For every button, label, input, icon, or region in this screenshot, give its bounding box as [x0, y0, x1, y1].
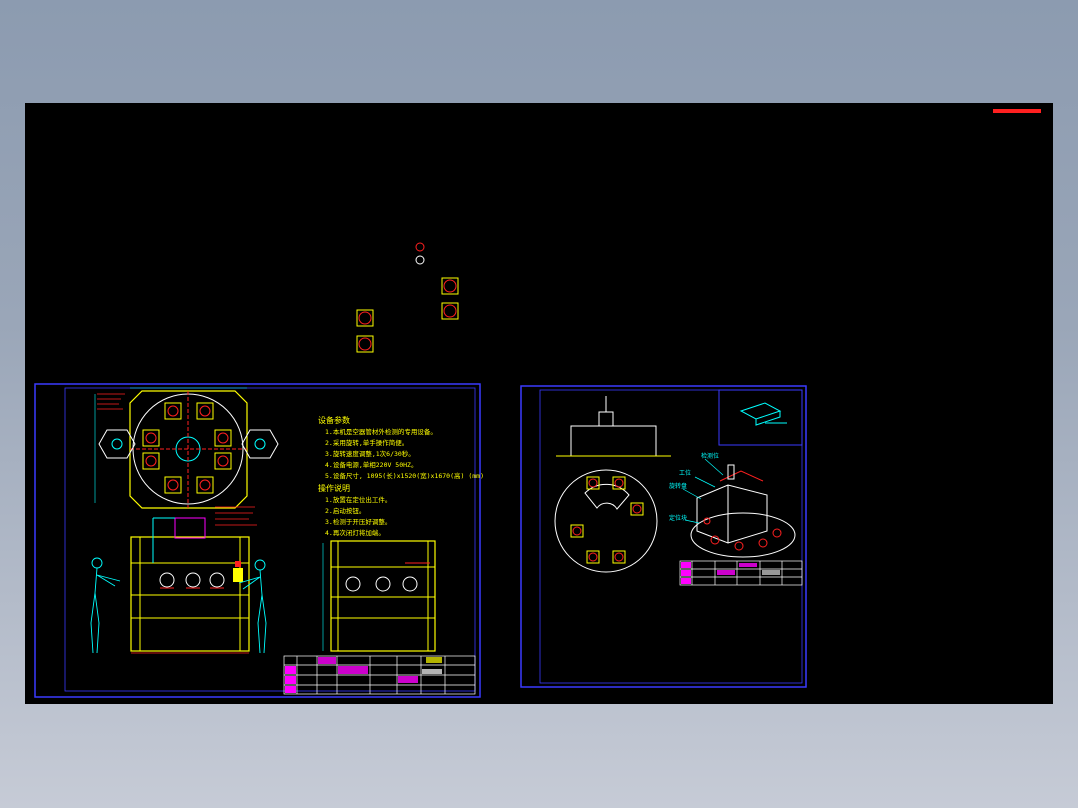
- sheet-1-title-block: [283, 655, 476, 695]
- callout-label: 旋转盘: [669, 482, 687, 490]
- note-line: 2.采用旋转,单手操作简便。: [325, 438, 408, 447]
- note-line: 3.旋转速度调整,1次6/30秒。: [325, 449, 415, 458]
- top-view: [94, 387, 279, 526]
- detail-view: [718, 389, 803, 446]
- sheet-2-parts: 检测位 工位 旋转盘 定位块: [520, 385, 807, 688]
- cad-drawing: 设备参数 1.本机是空器管材外检测的专用设备。 2.采用旋转,单手操作简便。 3…: [34, 109, 1041, 698]
- notes-title: 设备参数: [318, 415, 350, 425]
- front-view: [90, 517, 267, 654]
- side-view: [322, 540, 436, 652]
- op-line: 1.放置在定位出工件。: [325, 495, 391, 504]
- callout-label: 工位: [679, 469, 691, 477]
- sheet-2-title-block: [679, 560, 803, 586]
- cad-drawing-canvas[interactable]: 设备参数 1.本机是空器管材外检测的专用设备。 2.采用旋转,单手操作简便。 3…: [25, 103, 1053, 704]
- callout-label: 定位块: [669, 514, 687, 522]
- op-line: 2.启动按钮。: [325, 506, 365, 515]
- design-notes-block: 设备参数 1.本机是空器管材外检测的专用设备。 2.采用旋转,单手操作简便。 3…: [318, 415, 484, 537]
- sheet-2-outer-frame: [520, 385, 807, 688]
- sheet-2-inner-frame: [539, 389, 803, 684]
- ops-title: 操作说明: [318, 483, 350, 493]
- sheet-1-title-block-fills: [285, 657, 442, 693]
- sheet-title-tag: [993, 109, 1041, 113]
- sheet-1-outer-frame: [34, 383, 481, 698]
- note-line: 4.设备电源,单相220V 50HZ。: [325, 460, 417, 469]
- op-line: 3.检测于开压好调整。: [325, 517, 391, 526]
- isometric-view: 检测位 工位 旋转盘 定位块: [669, 452, 796, 558]
- sheet-1-inner-frame: [64, 387, 476, 692]
- note-line: 1.本机是空器管材外检测的专用设备。: [325, 427, 437, 436]
- sheet-1-assembly: 设备参数 1.本机是空器管材外检测的专用设备。 2.采用旋转,单手操作简便。 3…: [34, 383, 484, 698]
- op-line: 4.再次闭灯将加端。: [325, 528, 385, 537]
- note-line: 5.设备尺寸, 1095(长)x1520(宽)x1670(高) (mm): [325, 471, 484, 480]
- callout-label: 检测位: [701, 452, 719, 460]
- sheet-2-title-block-fills: [681, 562, 780, 584]
- turntable-elevation: [556, 396, 671, 457]
- scattered-part-icons: [356, 242, 459, 353]
- turntable-plan: [554, 469, 658, 573]
